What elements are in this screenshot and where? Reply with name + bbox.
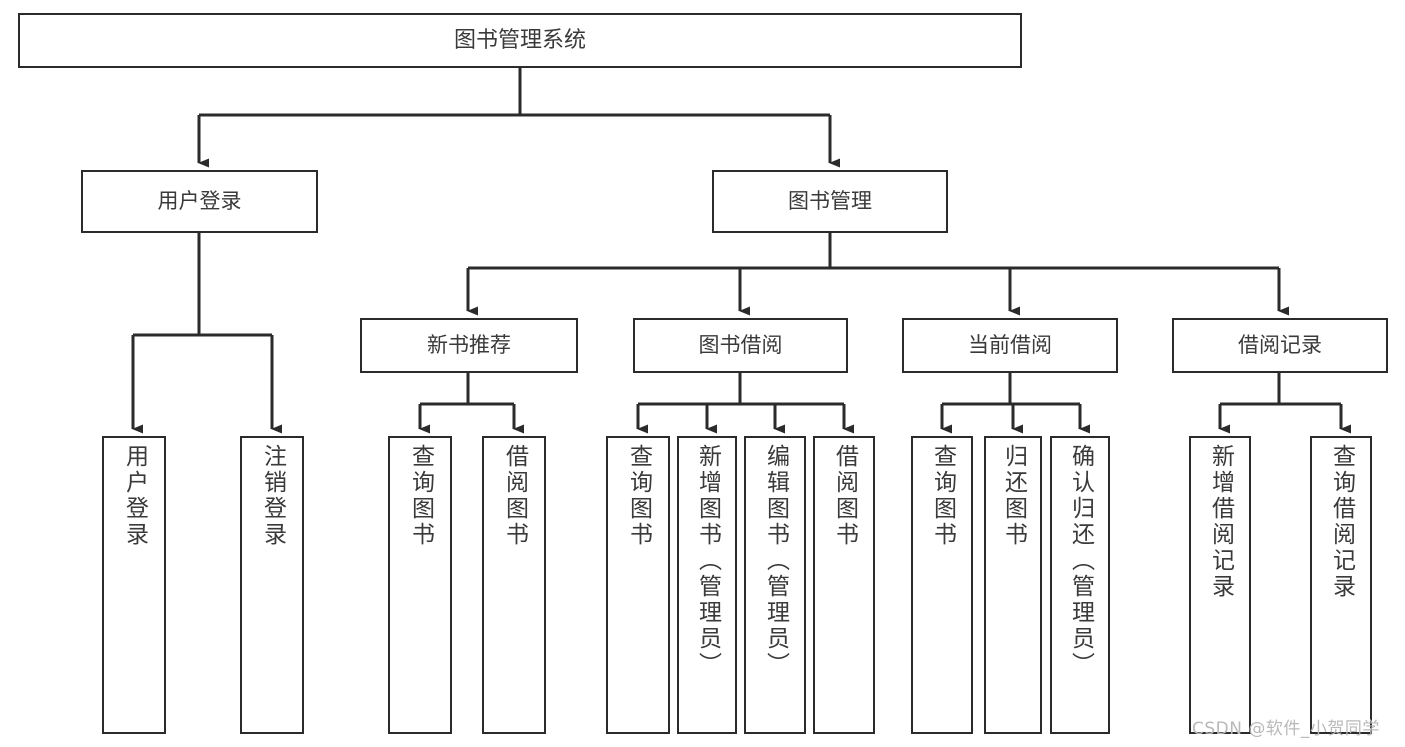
node-user-login-label: 用户登录 <box>157 189 242 213</box>
node-leaf-borrow-book-label: 借阅图书 <box>831 444 858 548</box>
node-borrow-record[interactable]: 借阅记录 <box>1172 318 1388 373</box>
node-leaf-query-book-recommend-label: 查询图书 <box>407 444 434 548</box>
node-leaf-add-borrow-record-label: 新增借阅记录 <box>1207 444 1234 600</box>
node-current-borrow[interactable]: 当前借阅 <box>902 318 1118 373</box>
node-leaf-edit-book-label: 编辑图书（管理员） <box>762 444 789 678</box>
node-leaf-query-borrow-record-label: 查询借阅记录 <box>1328 444 1355 600</box>
node-leaf-query-book-borrow-label: 查询图书 <box>625 444 652 548</box>
node-root-system-label: 图书管理系统 <box>453 27 586 53</box>
node-leaf-borrow-book[interactable]: 借阅图书 <box>813 436 875 734</box>
node-leaf-borrow-book-recommend[interactable]: 借阅图书 <box>482 436 546 734</box>
node-leaf-logout[interactable]: 注销登录 <box>240 436 304 734</box>
node-leaf-logout-label: 注销登录 <box>259 444 286 548</box>
node-current-borrow-label: 当前借阅 <box>968 333 1052 357</box>
node-leaf-user-login-label: 用户登录 <box>121 444 148 548</box>
node-leaf-query-book-current[interactable]: 查询图书 <box>911 436 973 734</box>
node-leaf-query-borrow-record[interactable]: 查询借阅记录 <box>1310 436 1372 734</box>
node-leaf-return-book-label: 归还图书 <box>1000 444 1027 548</box>
node-leaf-confirm-return-label: 确认归还（管理员） <box>1067 444 1094 678</box>
csdn-watermark: CSDN @软件_小贺同学 <box>1192 719 1380 739</box>
node-leaf-query-book-recommend[interactable]: 查询图书 <box>388 436 452 734</box>
node-root-system[interactable]: 图书管理系统 <box>18 13 1022 68</box>
node-leaf-return-book[interactable]: 归还图书 <box>984 436 1042 734</box>
node-leaf-confirm-return[interactable]: 确认归还（管理员） <box>1050 436 1110 734</box>
node-book-management[interactable]: 图书管理 <box>712 170 948 233</box>
node-user-login[interactable]: 用户登录 <box>81 170 318 233</box>
node-borrow-record-label: 借阅记录 <box>1238 333 1322 357</box>
node-leaf-borrow-book-recommend-label: 借阅图书 <box>501 444 528 548</box>
node-book-management-label: 图书管理 <box>788 189 872 213</box>
node-leaf-add-book-label: 新增图书（管理员） <box>694 444 721 678</box>
node-leaf-add-borrow-record[interactable]: 新增借阅记录 <box>1189 436 1251 734</box>
node-new-book-recommend[interactable]: 新书推荐 <box>360 318 578 373</box>
node-leaf-query-book-current-label: 查询图书 <box>929 444 956 548</box>
node-leaf-edit-book[interactable]: 编辑图书（管理员） <box>744 436 806 734</box>
node-leaf-query-book-borrow[interactable]: 查询图书 <box>606 436 670 734</box>
node-new-book-recommend-label: 新书推荐 <box>427 333 511 357</box>
node-book-borrow-label: 图书借阅 <box>698 333 783 357</box>
node-book-borrow[interactable]: 图书借阅 <box>633 318 848 373</box>
node-leaf-add-book[interactable]: 新增图书（管理员） <box>677 436 737 734</box>
node-leaf-user-login[interactable]: 用户登录 <box>102 436 166 734</box>
